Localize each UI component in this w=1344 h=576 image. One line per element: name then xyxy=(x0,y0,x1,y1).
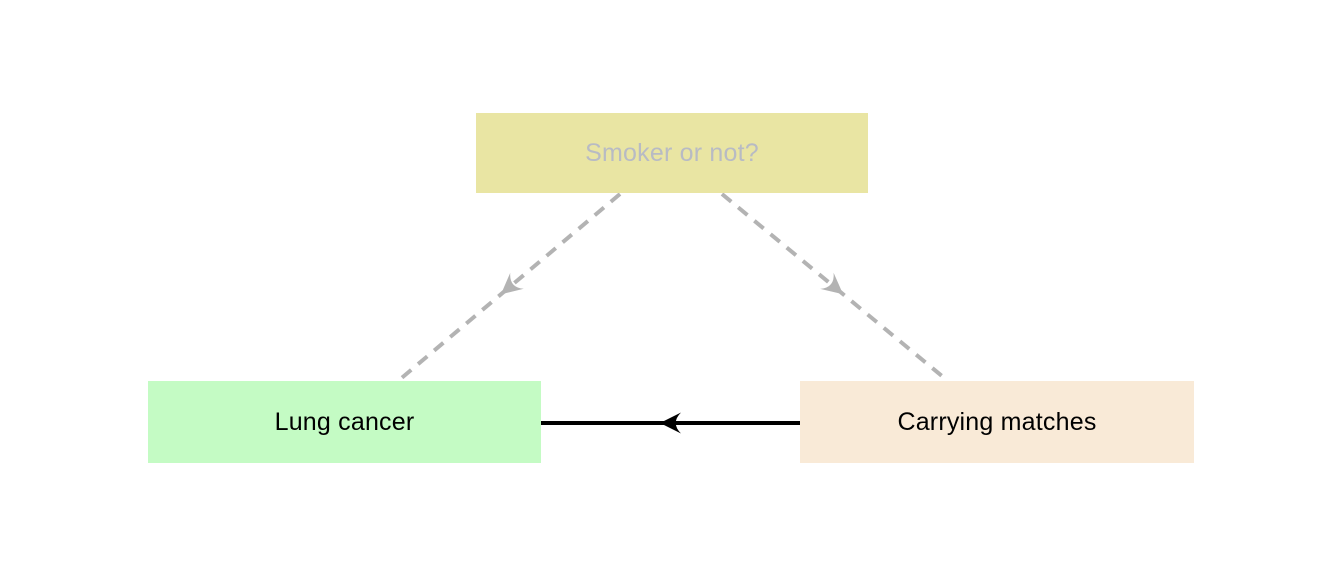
node-carrying-matches: Carrying matches xyxy=(800,381,1194,463)
node-lung-cancer: Lung cancer xyxy=(148,381,541,463)
arrowhead-icon xyxy=(820,272,844,295)
edge-smoker-to-lung-cancer xyxy=(396,192,622,383)
node-label-carrying-matches: Carrying matches xyxy=(897,407,1097,436)
arrowhead-icon xyxy=(660,412,681,434)
node-label-lung-cancer: Lung cancer xyxy=(274,407,415,436)
edge-line xyxy=(396,192,622,383)
arrowhead-icon xyxy=(500,272,524,295)
edge-smoker-to-carrying-matches xyxy=(720,192,950,383)
node-label-smoker: Smoker or not? xyxy=(585,138,759,167)
edge-line xyxy=(720,192,950,383)
edge-carrying-matches-to-lung-cancer xyxy=(541,412,800,434)
node-smoker: Smoker or not? xyxy=(476,113,868,193)
